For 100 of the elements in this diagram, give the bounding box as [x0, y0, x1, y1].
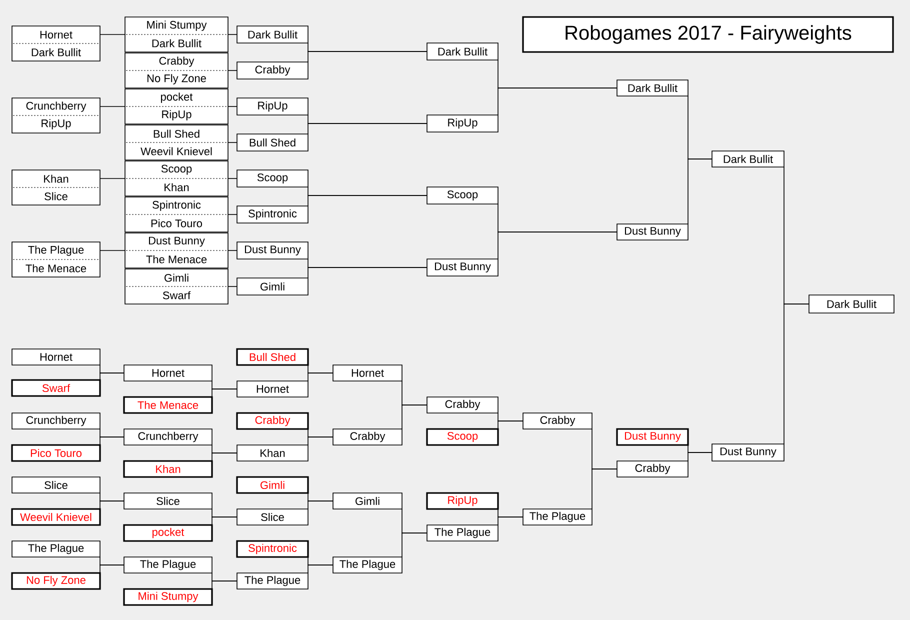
bracket-line — [402, 532, 428, 558]
bracket-box: Dust Bunny — [426, 258, 498, 276]
bracket-box: Gimli — [236, 476, 309, 494]
bracket-line — [100, 106, 126, 107]
match-box: Gimli Swarf — [124, 268, 228, 304]
bracket-line — [100, 564, 124, 574]
bracket-line — [100, 372, 124, 380]
bracket-box: Slice — [12, 476, 100, 494]
bracket-box: Mini Stumpy — [123, 588, 213, 606]
bracket-box: The Plague — [236, 572, 308, 590]
bracket-line — [688, 158, 712, 224]
bracket-box: The Plague — [426, 524, 498, 542]
bracket-box: The Plague — [522, 508, 592, 526]
bracket-line — [308, 51, 428, 62]
bracket-box: Gimli — [236, 278, 308, 296]
bracket-line — [100, 178, 126, 179]
bracket-line — [498, 420, 524, 430]
bracket-box: The Plague — [124, 556, 212, 574]
bracket-line — [592, 468, 618, 510]
bracket-line — [402, 404, 428, 430]
bracket-line — [212, 516, 238, 526]
bracket-box: Dark Bullit — [236, 26, 308, 44]
bracket-line — [100, 436, 124, 446]
bracket-box: Dust Bunny — [236, 242, 308, 260]
bracket-line — [308, 123, 428, 134]
bracket-line — [228, 142, 238, 143]
bracket-line — [688, 452, 712, 462]
bracket-line — [100, 250, 126, 251]
bracket-line — [308, 436, 334, 446]
bracket-line — [784, 304, 810, 444]
bracket-line — [228, 214, 238, 215]
bracket-box: RipUp — [426, 492, 499, 510]
bracket-box: Crabby — [332, 428, 402, 446]
bracket-box: Bull Shed — [236, 348, 309, 366]
bracket-box: Dark Bullit — [426, 42, 498, 60]
bracket-line — [228, 250, 238, 251]
bracket-line — [308, 564, 334, 574]
bracket-box: Dust Bunny — [616, 428, 689, 446]
match-box: pocket RipUp — [124, 88, 228, 124]
bracket-box: Crunchberry — [12, 412, 100, 430]
bracket-box: Slice — [236, 508, 308, 526]
bracket-box: Scoop — [426, 186, 498, 204]
bracket-line — [498, 516, 524, 526]
bracket-box: Spintronic — [236, 206, 308, 224]
bracket-box: Slice — [124, 492, 212, 510]
bracket-box: Hornet — [124, 364, 212, 382]
bracket-box: pocket — [123, 524, 213, 542]
bracket-line — [228, 286, 238, 287]
match-box: Spintronic Pico Touro — [124, 196, 228, 232]
bracket-box: Scoop — [236, 170, 308, 188]
bracket-box: Crabby — [522, 412, 592, 430]
bracket-box: Spintronic — [236, 540, 309, 558]
bracket-box: Pico Touro — [11, 444, 101, 462]
title-box: Robogames 2017 - Fairyweights — [522, 16, 894, 53]
match-box: The Plague The Menace — [12, 242, 100, 278]
bracket-line — [228, 178, 238, 179]
match-box: Crunchberry RipUp — [12, 98, 100, 134]
match-box: Bull Shed Weevil Knievel — [124, 124, 228, 160]
bracket-line — [100, 500, 124, 510]
bracket-line — [308, 195, 428, 206]
bracket-box: Dust Bunny — [616, 224, 688, 240]
bracket-box: Dark Bullit — [808, 294, 894, 314]
bracket-box: Hornet — [236, 380, 308, 398]
bracket-line — [212, 388, 238, 398]
bracket-line — [228, 106, 238, 107]
bracket-box: Bull Shed — [236, 134, 308, 152]
bracket-box: Crunchberry — [124, 428, 212, 446]
bracket-box: Swarf — [11, 379, 101, 397]
bracket-line — [308, 372, 334, 382]
bracket-box: Hornet — [332, 364, 402, 382]
bracket-box: Crabby — [426, 396, 498, 414]
bracket-line — [212, 452, 238, 462]
bracket-line — [498, 232, 618, 260]
bracket-box: Crabby — [236, 412, 309, 430]
bracket-box: Gimli — [332, 492, 402, 510]
bracket-box: Dark Bullit — [712, 150, 784, 168]
bracket-box: The Plague — [332, 556, 402, 574]
bracket-line — [498, 88, 618, 116]
bracket-box: Scoop — [426, 428, 499, 446]
bracket-line — [228, 70, 238, 71]
bracket-line — [308, 267, 428, 278]
bracket-box: Dust Bunny — [712, 444, 784, 462]
match-box: Mini Stumpy Dark Bullit — [124, 16, 228, 52]
bracket-box: The Menace — [123, 396, 213, 414]
bracket-box: Hornet — [12, 348, 100, 366]
bracket-box: Khan — [236, 444, 308, 462]
bracket-box: No Fly Zone — [11, 572, 101, 590]
match-box: Hornet Dark Bullit — [12, 26, 100, 62]
bracket-box: Weevil Knievel — [11, 508, 101, 526]
bracket-line — [100, 34, 126, 35]
bracket-line — [212, 580, 238, 590]
bracket-line — [308, 500, 334, 510]
bracket-line — [228, 34, 238, 35]
bracket-box: The Plague — [12, 540, 100, 558]
bracket-box: Khan — [123, 460, 213, 478]
bracket-box: Crabby — [616, 460, 688, 478]
bracket-box: Crabby — [236, 62, 308, 80]
match-box: Khan Slice — [12, 170, 100, 206]
bracket-box: RipUp — [426, 114, 498, 132]
bracket-box: Dark Bullit — [616, 80, 688, 96]
